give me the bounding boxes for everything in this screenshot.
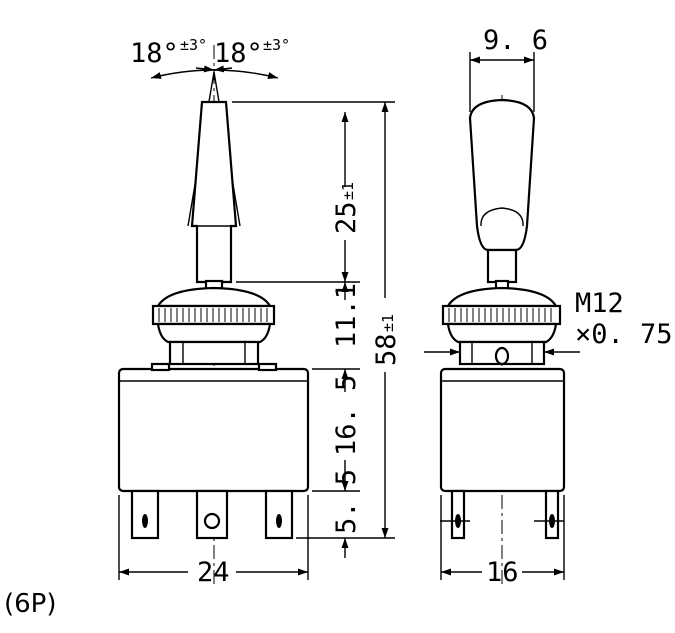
angle-right-label: 18° bbox=[214, 38, 263, 69]
side-dome-nut bbox=[441, 279, 562, 366]
front-lever bbox=[190, 100, 238, 284]
front-view: 18° ±3° 18° ±3° 25 ±1 11.1 16. 5 5. 5 58… bbox=[117, 36, 402, 588]
bushing-height-label: 11.1 bbox=[331, 283, 362, 348]
thread-size-line2: ×0. 75 bbox=[575, 319, 673, 350]
overall-height-tolerance: ±1 bbox=[379, 314, 397, 332]
thread-size-line1: M12 bbox=[575, 288, 624, 319]
model-caption: (6P) bbox=[4, 589, 57, 619]
lever-length-tolerance: ±1 bbox=[339, 182, 357, 200]
angle-left-label: 18° bbox=[130, 38, 179, 69]
front-dome-nut bbox=[151, 279, 276, 366]
front-housing bbox=[117, 362, 310, 493]
lever-length-label: 25 bbox=[331, 201, 362, 234]
front-width-label: 24 bbox=[197, 557, 230, 588]
side-lever bbox=[468, 98, 536, 284]
angle-left-tolerance: ±3° bbox=[180, 36, 207, 54]
front-terminals bbox=[130, 489, 294, 540]
side-housing bbox=[439, 367, 566, 493]
side-view: 9. 6 M12 ×0. 75 16 bbox=[424, 25, 673, 588]
angle-right-tolerance: ±3° bbox=[263, 36, 290, 54]
housing-height-label: 16. 5 bbox=[331, 375, 362, 456]
side-lever-width-label: 9. 6 bbox=[483, 25, 548, 56]
overall-height-label: 58 bbox=[371, 333, 402, 366]
side-terminals bbox=[440, 489, 564, 540]
side-width-label: 16 bbox=[486, 557, 519, 588]
terminal-length-label: 5. 5 bbox=[331, 469, 362, 534]
